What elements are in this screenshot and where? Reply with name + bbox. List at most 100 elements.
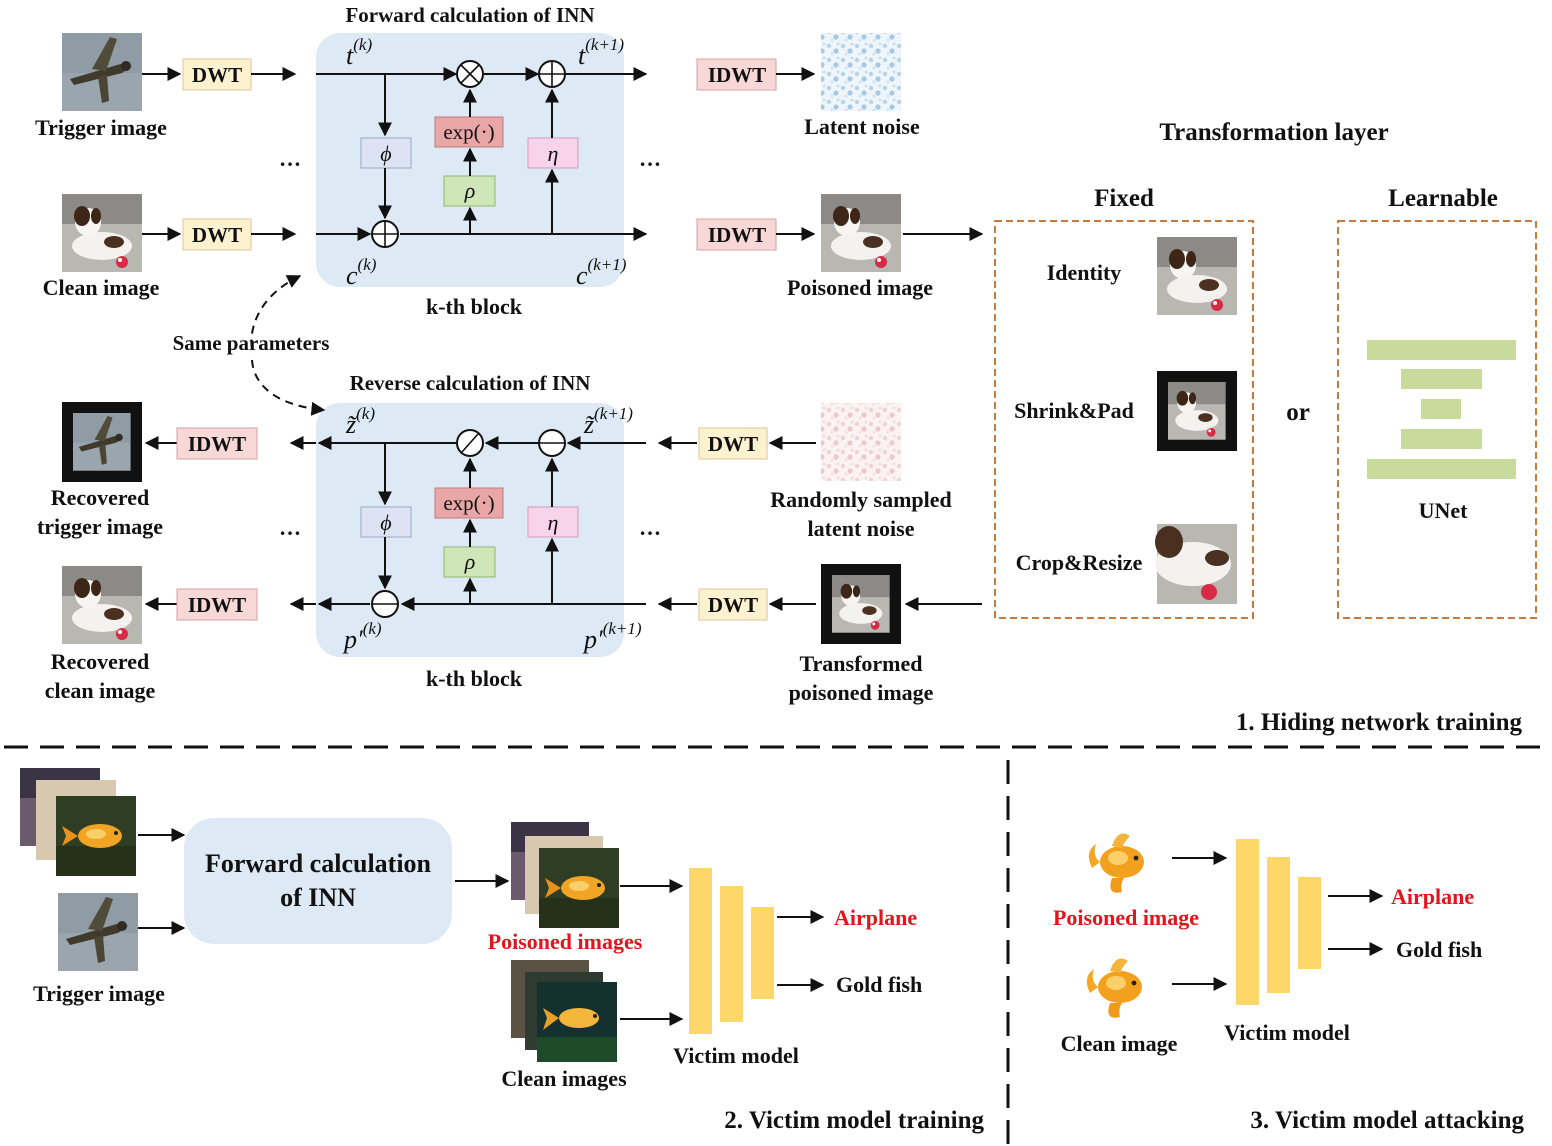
recovered-clean-image bbox=[62, 566, 142, 644]
learnable-transform-box bbox=[1337, 220, 1537, 619]
victim-model-s2 bbox=[689, 868, 774, 1034]
recovered-clean-label-2: clean image bbox=[45, 678, 156, 703]
forward-inn-box bbox=[184, 818, 452, 944]
fixed-title: Fixed bbox=[1094, 185, 1154, 212]
clean-image bbox=[62, 194, 142, 272]
trigger-image-label-s2: Trigger image bbox=[33, 981, 165, 1006]
var-c-k: c(k) bbox=[346, 255, 377, 290]
ellipsis-left-top: … bbox=[279, 146, 301, 171]
transformation-title: Transformation layer bbox=[1159, 119, 1388, 146]
dwt-box-rev-top bbox=[698, 427, 768, 460]
goldfish-label-s3: Gold fish bbox=[1396, 937, 1482, 962]
latent-noise-image bbox=[821, 33, 901, 111]
rho-label-top: ρ bbox=[464, 178, 476, 203]
exp-label-top: exp(·) bbox=[443, 120, 494, 144]
transformed-label-2: poisoned image bbox=[789, 680, 934, 705]
trigger-image bbox=[62, 33, 142, 111]
idwt-box-rev-top bbox=[176, 427, 258, 460]
dwt-box-rev-bottom bbox=[698, 588, 768, 621]
reverse-title: Reverse calculation of INN bbox=[350, 371, 591, 395]
var-p-k1: p′(k+1) bbox=[582, 619, 642, 654]
clean-images-label: Clean images bbox=[501, 1066, 627, 1091]
block-label-top: k-th block bbox=[426, 294, 523, 319]
random-noise-label-2: latent noise bbox=[808, 516, 915, 541]
eta-label-bottom: η bbox=[548, 510, 559, 535]
idwt-box-mid bbox=[696, 218, 777, 251]
exp-box-top bbox=[434, 116, 504, 148]
crop-resize-label: Crop&Resize bbox=[1016, 550, 1143, 575]
recovered-trigger-label-2: trigger image bbox=[37, 514, 163, 539]
fixed-transform-box bbox=[994, 220, 1254, 619]
victim-model-s3 bbox=[1236, 839, 1321, 1005]
airplane-label-s3: Airplane bbox=[1391, 884, 1474, 909]
exp-box-bottom bbox=[434, 487, 504, 519]
phi-label-bottom: ϕ bbox=[380, 510, 391, 535]
idwt-label-top: IDWT bbox=[708, 63, 766, 87]
identity-image bbox=[1157, 237, 1237, 315]
exp-label-bottom: exp(·) bbox=[443, 491, 494, 515]
dwt-box-top bbox=[182, 58, 252, 91]
crop-resize-image bbox=[1155, 524, 1237, 604]
dwt-box-mid bbox=[182, 218, 252, 251]
poisoned-images-label: Poisoned images bbox=[488, 929, 643, 954]
transformed-label-1: Transformed bbox=[799, 651, 922, 676]
idwt-box-rev-bottom bbox=[176, 588, 258, 621]
poisoned-image-label: Poisoned image bbox=[787, 275, 933, 300]
latent-noise-label: Latent noise bbox=[804, 114, 920, 139]
forward-title: Forward calculation of INN bbox=[345, 3, 594, 27]
forward-box-label-1: Forward calculation bbox=[205, 849, 432, 878]
dwt-label-top: DWT bbox=[192, 63, 242, 87]
recovered-clean-label-1: Recovered bbox=[51, 649, 150, 674]
var-p-k: p′(k) bbox=[342, 619, 382, 654]
unet-label: UNet bbox=[1419, 498, 1469, 523]
random-noise-label-1: Randomly sampled bbox=[770, 487, 952, 512]
victim-model-label-s2: Victim model bbox=[673, 1043, 799, 1068]
rho-box-bottom bbox=[443, 546, 496, 578]
var-c-k1: c(k+1) bbox=[576, 255, 627, 290]
var-z-k: z̃(k) bbox=[345, 404, 375, 439]
ellipsis-left-bottom: … bbox=[279, 515, 301, 540]
input-image-stack bbox=[20, 768, 136, 876]
trigger-image-label: Trigger image bbox=[35, 115, 167, 140]
dwt-label-mid: DWT bbox=[192, 223, 242, 247]
var-t-k: t(k) bbox=[346, 35, 372, 70]
recovered-trigger-label-1: Recovered bbox=[51, 485, 150, 510]
same-parameters-label: Same parameters bbox=[173, 331, 330, 355]
eta-box-top bbox=[527, 137, 579, 169]
trigger-image-s2 bbox=[58, 893, 138, 971]
var-z-k1: z̃(k+1) bbox=[583, 404, 633, 439]
poisoned-fish-image bbox=[1088, 833, 1144, 893]
identity-label: Identity bbox=[1047, 260, 1122, 285]
shrink-pad-image bbox=[1157, 371, 1237, 451]
clean-fish-image bbox=[1086, 958, 1142, 1018]
poisoned-image bbox=[821, 194, 901, 272]
var-t-k1: t(k+1) bbox=[578, 35, 624, 70]
clean-image-label-s3: Clean image bbox=[1061, 1031, 1178, 1056]
or-label: or bbox=[1286, 399, 1310, 426]
rho-box-top bbox=[443, 175, 496, 207]
idwt-label-mid: IDWT bbox=[708, 223, 766, 247]
victim-model-label-s3: Victim model bbox=[1224, 1020, 1350, 1045]
shrink-pad-label: Shrink&Pad bbox=[1014, 398, 1134, 423]
dwt-label-rev-bottom: DWT bbox=[708, 593, 758, 617]
learnable-title: Learnable bbox=[1388, 185, 1498, 212]
airplane-label-s2: Airplane bbox=[834, 905, 917, 930]
section3-title: 3. Victim model attacking bbox=[1250, 1107, 1524, 1134]
forward-box-label-2: of INN bbox=[280, 883, 356, 912]
block-label-bottom: k-th block bbox=[426, 666, 523, 691]
idwt-label-rev-bottom: IDWT bbox=[188, 593, 246, 617]
section2-title: 2. Victim model training bbox=[724, 1107, 984, 1134]
unet-icon bbox=[1367, 340, 1516, 479]
random-noise-image bbox=[821, 403, 901, 481]
eta-label-top: η bbox=[548, 141, 559, 166]
transformed-poisoned-image bbox=[821, 564, 901, 644]
section1-title: 1. Hiding network training bbox=[1236, 709, 1523, 736]
ellipsis-right-top: … bbox=[639, 146, 661, 171]
idwt-label-rev-top: IDWT bbox=[188, 432, 246, 456]
clean-image-label: Clean image bbox=[43, 275, 160, 300]
clean-images-stack bbox=[511, 960, 617, 1062]
goldfish-label-s2: Gold fish bbox=[836, 972, 922, 997]
eta-box-bottom bbox=[527, 506, 579, 538]
